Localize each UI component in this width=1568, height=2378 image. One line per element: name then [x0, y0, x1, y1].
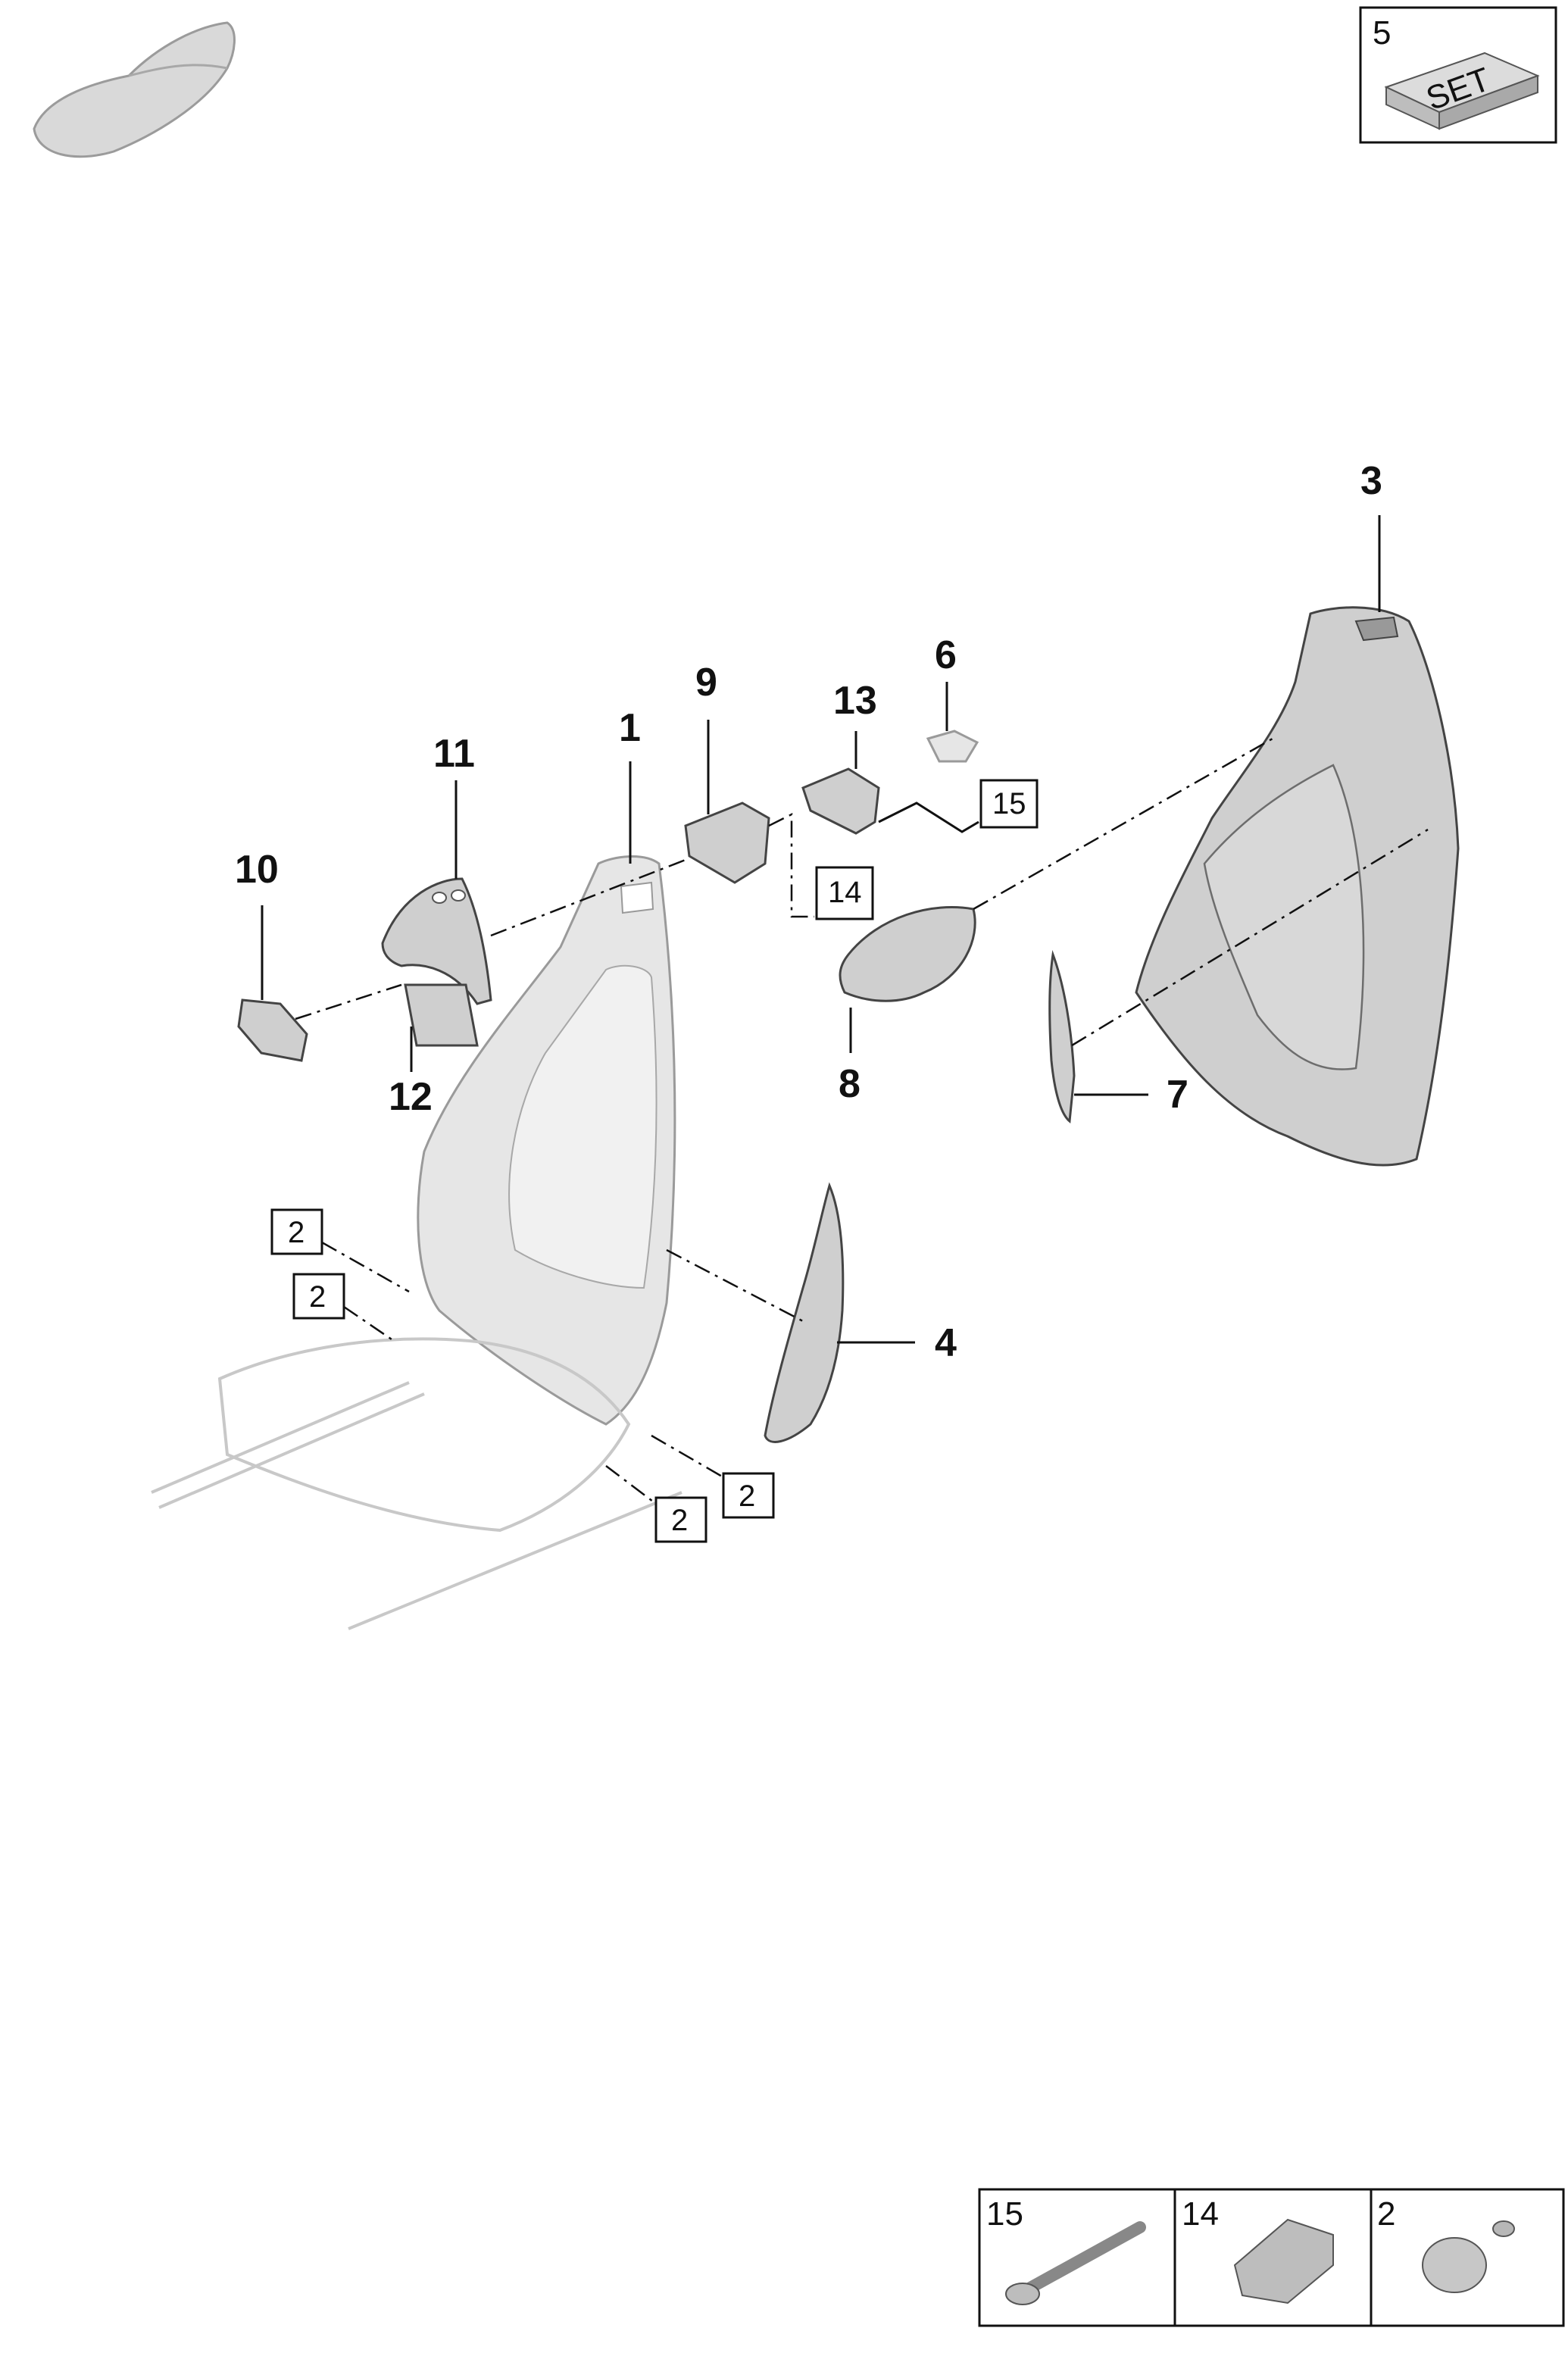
- callout-8: 8: [839, 1062, 861, 1106]
- seat-frame: [417, 855, 676, 1426]
- bracket-8: [839, 906, 976, 1002]
- clip-6: [926, 730, 979, 763]
- callout-4: 4: [935, 1321, 957, 1365]
- set-box: 5 SET: [1359, 6, 1557, 144]
- svg-text:14: 14: [1182, 2195, 1219, 2233]
- legend-cell-2: 2: [1377, 2195, 1515, 2293]
- hinge-13: [801, 767, 880, 835]
- svg-text:2: 2: [671, 1504, 688, 1537]
- latch-9: [684, 802, 770, 884]
- svg-text:2: 2: [288, 1216, 305, 1249]
- legend-cell-15: 15: [986, 2195, 1146, 2305]
- svg-text:2: 2: [1377, 2195, 1395, 2233]
- set-block-icon: SET: [1384, 52, 1540, 130]
- set-box-number: 5: [1373, 14, 1391, 52]
- svg-text:15: 15: [992, 787, 1026, 820]
- callout-1: 1: [619, 706, 641, 750]
- fastener-legend: 15 14 2: [978, 2188, 1565, 2327]
- callout-3: 3: [1360, 459, 1382, 503]
- ref-box-2-c: 2: [722, 1472, 775, 1519]
- car-thumbnail-icon: [33, 21, 236, 158]
- ref-box-2-d: 2: [654, 1496, 707, 1543]
- ref-box-2-b: 2: [292, 1273, 345, 1320]
- legend-cell-14: 14: [1182, 2195, 1334, 2305]
- clip-fastener-icon: [1233, 2218, 1334, 2305]
- cap-10: [237, 998, 308, 1062]
- callout-9: 9: [695, 661, 717, 705]
- side-panel: [764, 1182, 845, 1443]
- side-trim-strip: [1048, 950, 1076, 1123]
- callout-6: 6: [935, 633, 957, 677]
- callout-13: 13: [833, 679, 877, 723]
- svg-text:2: 2: [739, 1480, 755, 1513]
- svg-text:2: 2: [309, 1280, 326, 1314]
- svg-text:15: 15: [986, 2195, 1023, 2233]
- callout-7: 7: [1167, 1073, 1188, 1117]
- callout-11: 11: [433, 732, 475, 776]
- headrest-cover-11: [381, 877, 492, 1005]
- seat-base-frame: [151, 1337, 682, 1630]
- callout-12: 12: [389, 1075, 433, 1119]
- tray-12: [404, 983, 479, 1047]
- ref-box-2-a: 2: [270, 1208, 323, 1255]
- callout-10: 10: [235, 848, 279, 892]
- nut-icon: [1422, 2220, 1515, 2293]
- bolt-icon: [1005, 2221, 1146, 2305]
- ref-box-15: 15: [979, 779, 1039, 829]
- ref-box-14: 14: [815, 866, 874, 920]
- svg-text:14: 14: [828, 876, 862, 909]
